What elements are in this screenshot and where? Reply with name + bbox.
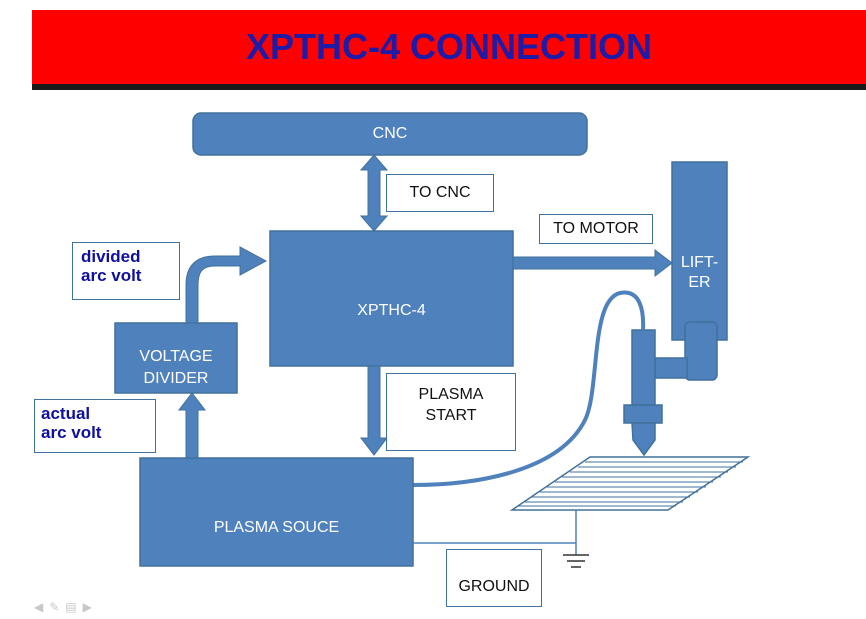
- torch-collar: [623, 404, 663, 424]
- plasma-start-arrow: [359, 365, 389, 456]
- plasma-source-label: PLASMA SOUCE: [213, 519, 340, 536]
- workpiece-hatch: [518, 461, 743, 507]
- actual-arc-volt-text-1: actual: [41, 404, 91, 423]
- title-underline: [32, 84, 866, 90]
- divided-arc-volt-note: divided arc volt: [72, 242, 180, 300]
- to-cnc-text: TO CNC: [409, 184, 471, 201]
- torch-body: [631, 329, 656, 406]
- to-motor-arrow: [512, 248, 673, 278]
- xpthc-label: XPTHC-4: [357, 302, 426, 319]
- next-slide-icon[interactable]: ▶: [82, 600, 98, 614]
- to-motor-note: TO MOTOR: [539, 214, 653, 244]
- lifter-block: [671, 161, 728, 341]
- lifter-bracket: [684, 321, 718, 381]
- voltage-divider-label-1: VOLTAGE: [139, 348, 213, 365]
- actual-arc-volt-text-2: arc volt: [41, 423, 102, 442]
- to-motor-text: TO MOTOR: [553, 220, 639, 237]
- title-banner: [32, 10, 866, 84]
- torch-nozzle: [631, 422, 656, 457]
- cnc-block: [192, 112, 588, 156]
- voltage-divider-block: [114, 322, 238, 394]
- pen-icon[interactable]: ✎: [49, 600, 66, 614]
- lifter-label-2: ER: [688, 274, 711, 291]
- ground-symbol: [563, 554, 589, 568]
- divided-arc-volt-arrow: [185, 246, 268, 324]
- slide-nav-controls[interactable]: ◀✎▤▶: [34, 600, 98, 614]
- menu-icon[interactable]: ▤: [65, 600, 83, 614]
- plasma-source-block: [139, 457, 414, 567]
- xpthc-block: [269, 230, 514, 367]
- plasma-start-text-1: PLASMA: [418, 386, 484, 403]
- page-title: XPTHC-4 CONNECTION: [245, 26, 653, 67]
- actual-arc-volt-arrow: [177, 392, 207, 459]
- actual-arc-volt-note: actual arc volt: [34, 399, 156, 453]
- prev-slide-icon[interactable]: ◀: [34, 600, 50, 614]
- cnc-label: CNC: [372, 125, 408, 142]
- lifter-arm: [654, 357, 688, 379]
- plasma-start-text-2: START: [425, 407, 477, 424]
- ground-text: GROUND: [458, 578, 530, 595]
- voltage-divider-label-2: DIVIDER: [143, 370, 209, 387]
- ground-note: GROUND: [446, 549, 542, 607]
- to-cnc-note: TO CNC: [386, 174, 494, 212]
- divided-arc-volt-text-1: divided: [81, 247, 141, 266]
- lifter-label-1: LIFT-: [680, 254, 719, 271]
- divided-arc-volt-text-2: arc volt: [81, 266, 142, 285]
- plasma-start-note: PLASMA START: [386, 373, 516, 451]
- cnc-link-arrow: [359, 154, 389, 232]
- plasma-hose: [412, 290, 646, 487]
- ground-wire: [413, 510, 577, 555]
